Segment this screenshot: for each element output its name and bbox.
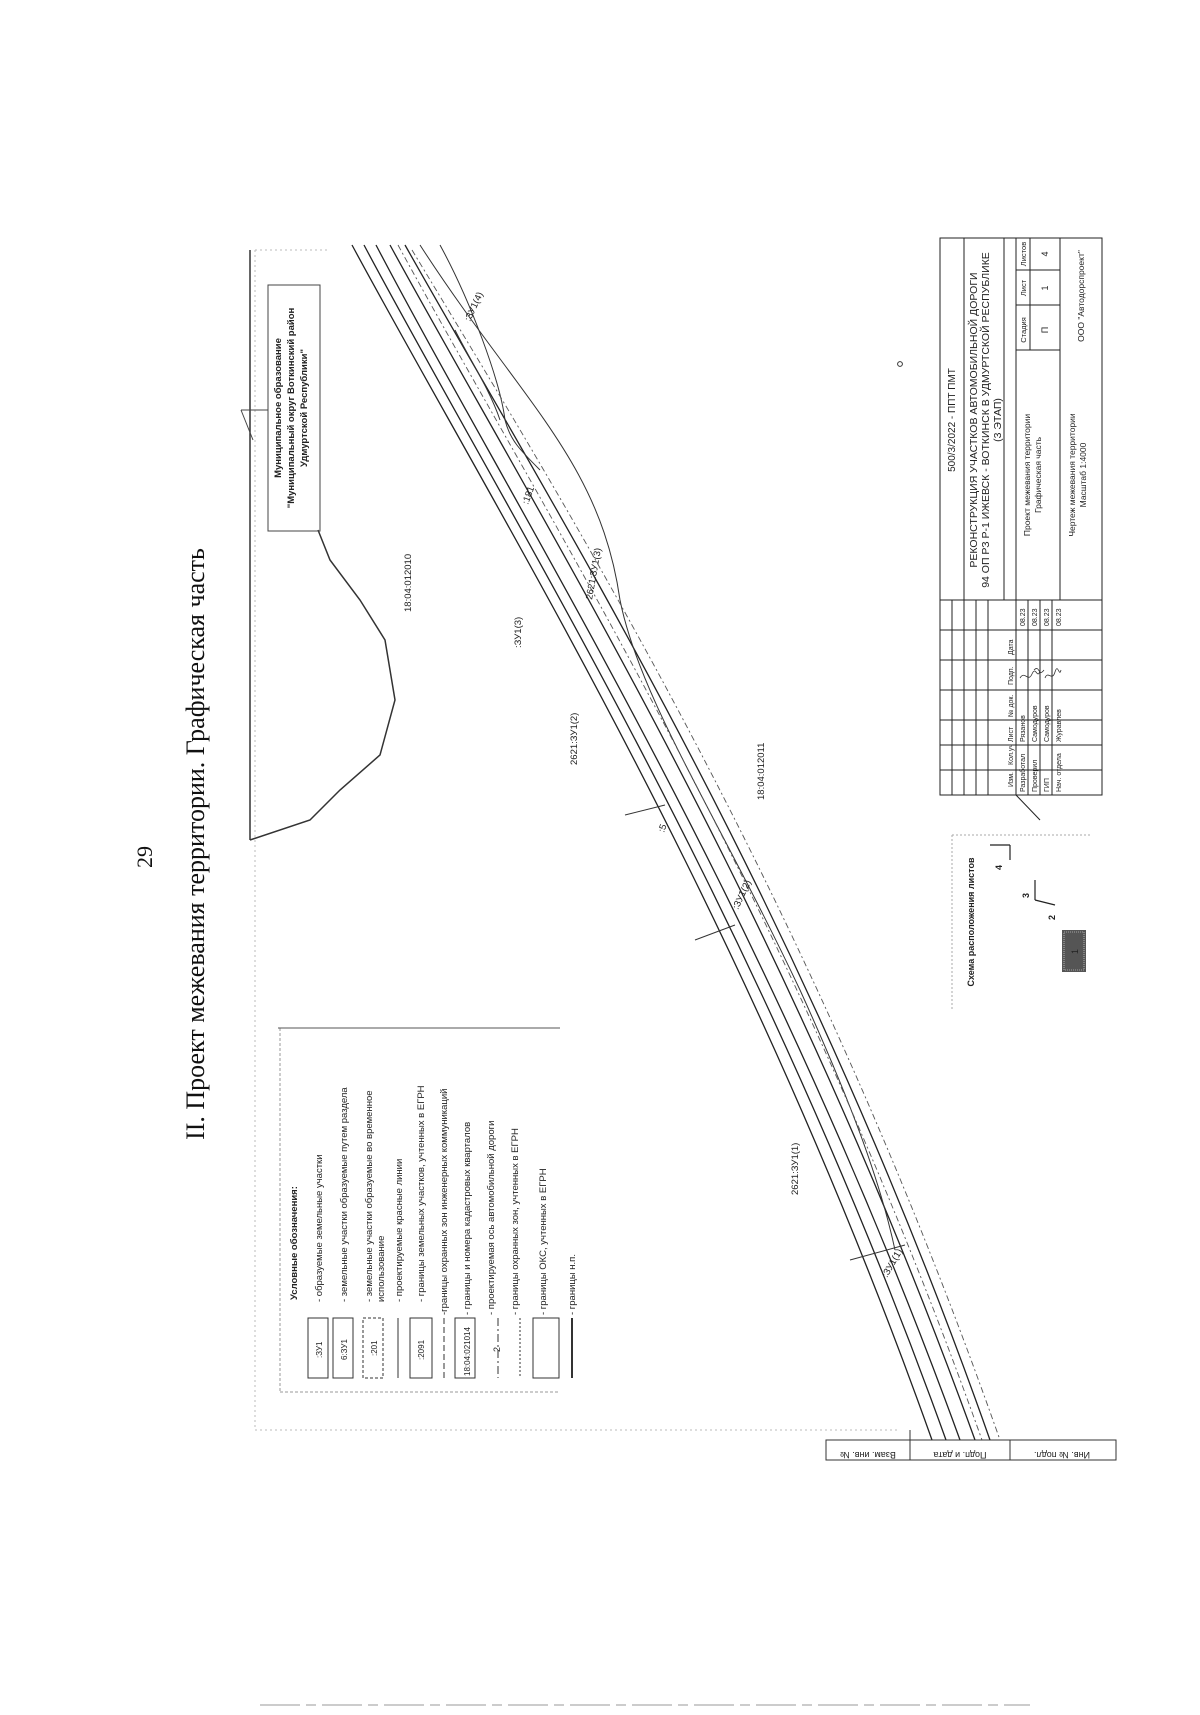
- stamp-object: 94 ОП РЗ Р-1 ИЖЕВСК - ВОТКИНСК В УДМУРТС…: [979, 252, 992, 588]
- title-block: [939, 237, 1103, 821]
- stamp-object: РЕКОНСТРУКЦИЯ УЧАСТКОВ АВТОМОБИЛЬНОЙ ДОР…: [967, 272, 980, 567]
- sheet-scheme: Схема расположения листов 4 3 2 1: [951, 834, 1090, 1010]
- stamp-doc: Проект межевания территории: [1022, 414, 1032, 537]
- legend: Условные обозначения: :ЗУ1 - образуемые …: [289, 1085, 578, 1376]
- legend-sample-box: [307, 1317, 329, 1379]
- municipality-line1: Муниципальное образование: [273, 338, 284, 478]
- legend-item-text: - границы и номера кадастровых кварталов: [462, 1122, 473, 1315]
- plot-label: :5: [656, 823, 669, 834]
- side-stamp-inv-original: Инв. № подл.: [1034, 1450, 1090, 1460]
- legend-sample-text: 6:ЗУ1: [340, 1339, 349, 1360]
- zone-dash-lines: [397, 244, 1001, 1441]
- legend-sample-box: [362, 1317, 384, 1379]
- stamp-doc: Графическая часть: [1033, 436, 1043, 513]
- stamp-header: № док.: [1008, 695, 1015, 717]
- legend-item-text: - образуемые земельные участки: [314, 1154, 325, 1302]
- legend-sample-box: [332, 1317, 354, 1379]
- legend-item-text: - проектируемая ось автомобильной дороги: [486, 1121, 497, 1315]
- stamp-name: Самодуров: [1044, 705, 1051, 742]
- stamp-role: ГИП: [1044, 778, 1051, 792]
- stamp-sheet: 1: [1040, 285, 1050, 290]
- legend-item-text: - земельные участки образуемые путем раз…: [339, 1087, 350, 1302]
- stamp-scale: Масштаб 1:4000: [1078, 442, 1088, 507]
- signatures: [1019, 668, 1062, 679]
- stamp-header: Лист: [1008, 726, 1015, 742]
- stamp-sheets-header: Листов: [1019, 242, 1028, 266]
- municipal-boundary: [249, 250, 396, 841]
- legend-frame: [279, 1028, 560, 1393]
- stamp-date: 08.23: [1056, 608, 1063, 626]
- legend-sample-text: 2: [492, 1347, 502, 1352]
- stamp-stage-header: Стадия: [1019, 317, 1028, 343]
- stamp-stage: П: [1040, 327, 1050, 333]
- plot-label: :ЗУ1(1): [880, 1247, 905, 1280]
- title-block-text: 500/3/2022 - ППТ ПМТ РЕКОНСТРУКЦИЯ УЧАСТ…: [947, 242, 1088, 792]
- side-stamp-sign-date: Подп. и дата: [933, 1450, 986, 1460]
- side-stamp-inv-replace: Взам. инв. №: [840, 1450, 896, 1460]
- legend-title: Условные обозначения:: [289, 1186, 300, 1300]
- stamp-name: Журавлев: [1056, 709, 1063, 742]
- stamp-role: Нач. отдела: [1056, 753, 1063, 792]
- legend-sample-text: 18:04:021014: [463, 1327, 472, 1376]
- stamp-role: Разработал: [1019, 754, 1027, 792]
- stamp-sheet-title: Чертеж межевания территории: [1067, 413, 1077, 537]
- drawing-frame: [254, 249, 900, 1431]
- plot-ticks: [624, 804, 906, 1261]
- legend-sample-box: [454, 1317, 476, 1379]
- legend-sample-text: :ЗУ1: [315, 1341, 324, 1358]
- stamp-name: Самодуров: [1032, 705, 1039, 742]
- plot-label: 2621:ЗУ1(3): [584, 547, 604, 600]
- legend-item-text: - земельные участки образуемые во времен…: [364, 1090, 375, 1302]
- legend-item-text: - границы охранных зон, учтенных в ЕГРН: [510, 1128, 521, 1315]
- stamp-sheets: 4: [1040, 251, 1050, 256]
- stamp-header: Дата: [1008, 639, 1015, 655]
- scheme-sheet-number: 4: [994, 865, 1004, 870]
- legend-sample-box: [409, 1317, 433, 1379]
- legend-item-text: - границы ОКС, учтенных в ЕГРН: [538, 1168, 549, 1315]
- stamp-header: Кол.уч: [1008, 744, 1015, 765]
- stamp-date: 08.23: [1044, 608, 1051, 626]
- scheme-sheet-number: 2: [1047, 915, 1057, 920]
- stamp-object: (3 ЭТАП): [992, 398, 1004, 442]
- municipality-callout: Муниципальное образование "Муниципальный…: [240, 284, 321, 532]
- stamp-company: ООО "Автодорспроект": [1076, 250, 1086, 342]
- municipality-line3: Удмуртской Республики": [299, 349, 310, 467]
- plot-label: :ЗУ1(3): [513, 617, 524, 648]
- map-dot: [897, 361, 903, 367]
- stamp-date: 08.23: [1032, 608, 1039, 626]
- plot-label: :ЗУ1(4): [463, 290, 486, 323]
- legend-item-text: - границы н.п.: [567, 1254, 578, 1315]
- side-stamp: Взам. инв. № Подп. и дата Инв. № подл.: [825, 1430, 1117, 1461]
- legend-item-text: - проектируемые красные линии: [394, 1159, 405, 1302]
- stamp-date: 08.23: [1020, 608, 1027, 626]
- municipality-line2: "Муниципальный округ Воткинский район: [286, 307, 297, 508]
- scheme-sheet-number: 3: [1021, 893, 1031, 898]
- stamp-code: 500/3/2022 - ППТ ПМТ: [947, 368, 958, 472]
- legend-item-text: -границы охранных зон инженерных коммуни…: [439, 1089, 450, 1315]
- plot-labels: :ЗУ1(4) :181 :ЗУ1(3) 2621:ЗУ1(3) 2621:ЗУ…: [403, 290, 905, 1279]
- scheme-current-sheet: [1062, 930, 1086, 972]
- plot-label: 2621:ЗУ1(1): [790, 1143, 801, 1195]
- stamp-name: Рязанов: [1020, 715, 1027, 742]
- plot-label: 2621:ЗУ1(2): [569, 713, 580, 765]
- legend-sample-text: :2091: [417, 1339, 426, 1360]
- stamp-sheet-header: Лист: [1019, 279, 1028, 296]
- scheme-sheet-number: 1: [1070, 949, 1080, 954]
- scheme-title: Схема расположения листов: [966, 857, 976, 986]
- legend-samples: [307, 1317, 573, 1379]
- quarter-number: 18:04:012011: [756, 743, 767, 800]
- legend-item-text: - границы земельных участков, учтенных в…: [416, 1085, 427, 1302]
- stamp-header: Подп.: [1008, 666, 1015, 685]
- legend-item-text: использование: [376, 1236, 387, 1302]
- legend-sample-box: [532, 1317, 560, 1379]
- plot-label: :ЗУ1(2): [731, 878, 754, 911]
- stamp-role: Проверил: [1032, 760, 1039, 792]
- stamp-header: Изм.: [1008, 772, 1015, 787]
- quarter-number: 18:04:012010: [403, 554, 414, 612]
- legend-sample-text: :201: [370, 1340, 379, 1356]
